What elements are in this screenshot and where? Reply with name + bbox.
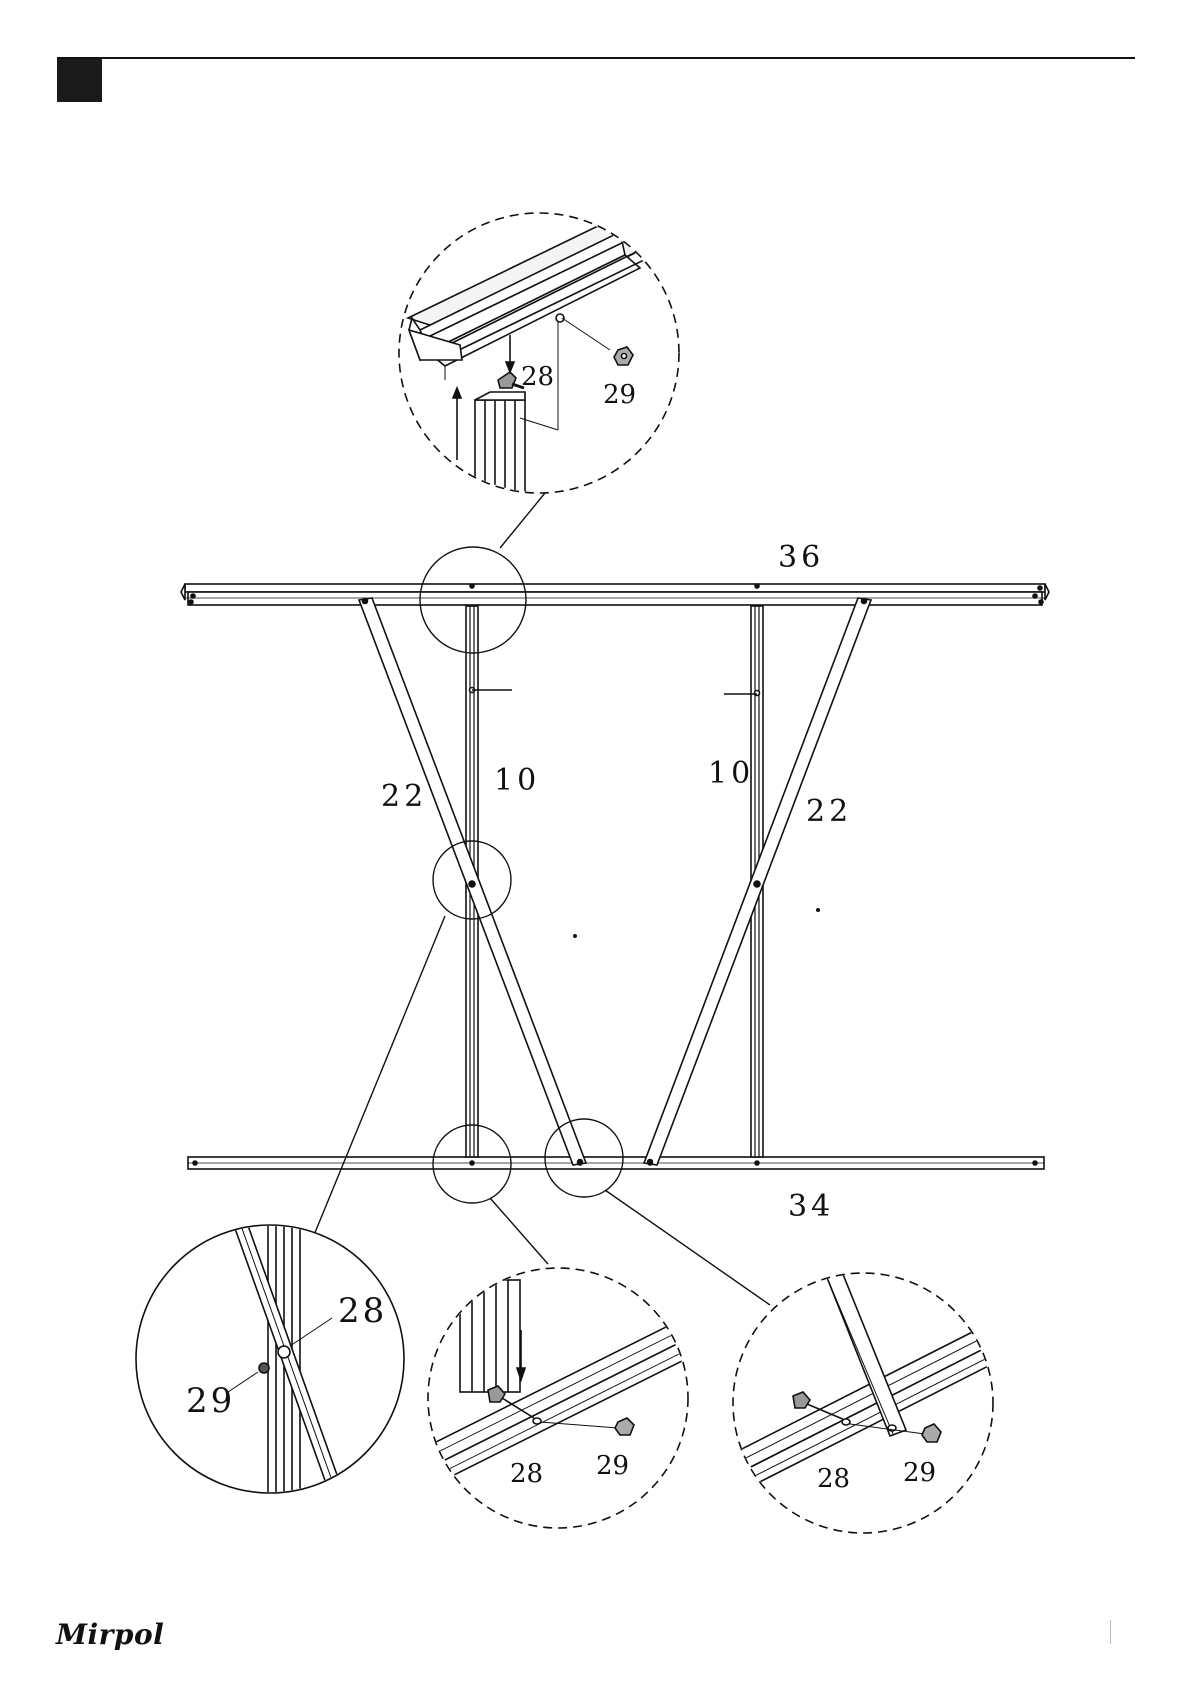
brand-logo: Mirpol	[56, 1618, 164, 1651]
detail-bottom-right: 28 29	[730, 1260, 1008, 1533]
main-frame	[181, 584, 1049, 1169]
page-number-divider	[1110, 1620, 1111, 1644]
label-cross-bolt-28: 28	[338, 1291, 387, 1331]
label-br-nut-29: 29	[903, 1458, 936, 1488]
top-rail-36	[181, 584, 1049, 605]
detail-bottom-left: 28 29	[420, 1268, 708, 1528]
label-left-brace-22: 22	[381, 779, 427, 814]
callout-connectors	[314, 493, 770, 1305]
label-bl-nut-29: 29	[596, 1451, 629, 1481]
label-right-brace-22: 22	[806, 794, 852, 829]
label-cross-nut-29: 29	[186, 1381, 235, 1421]
bottom-rail-34	[188, 1157, 1044, 1169]
label-part-34: 34	[788, 1189, 834, 1224]
detail-cross: 28 29	[136, 1220, 404, 1500]
label-left-post-10: 10	[494, 763, 540, 798]
callout-circles	[420, 547, 623, 1203]
label-top-bolt-28: 28	[521, 362, 554, 392]
label-top-nut-29: 29	[603, 380, 636, 410]
label-part-36: 36	[778, 540, 824, 575]
detail-top: 28 29	[399, 213, 679, 510]
step-marker-block	[57, 57, 102, 102]
label-bl-bolt-28: 28	[510, 1459, 543, 1489]
label-br-bolt-28: 28	[817, 1464, 850, 1494]
label-right-post-10: 10	[708, 756, 754, 791]
